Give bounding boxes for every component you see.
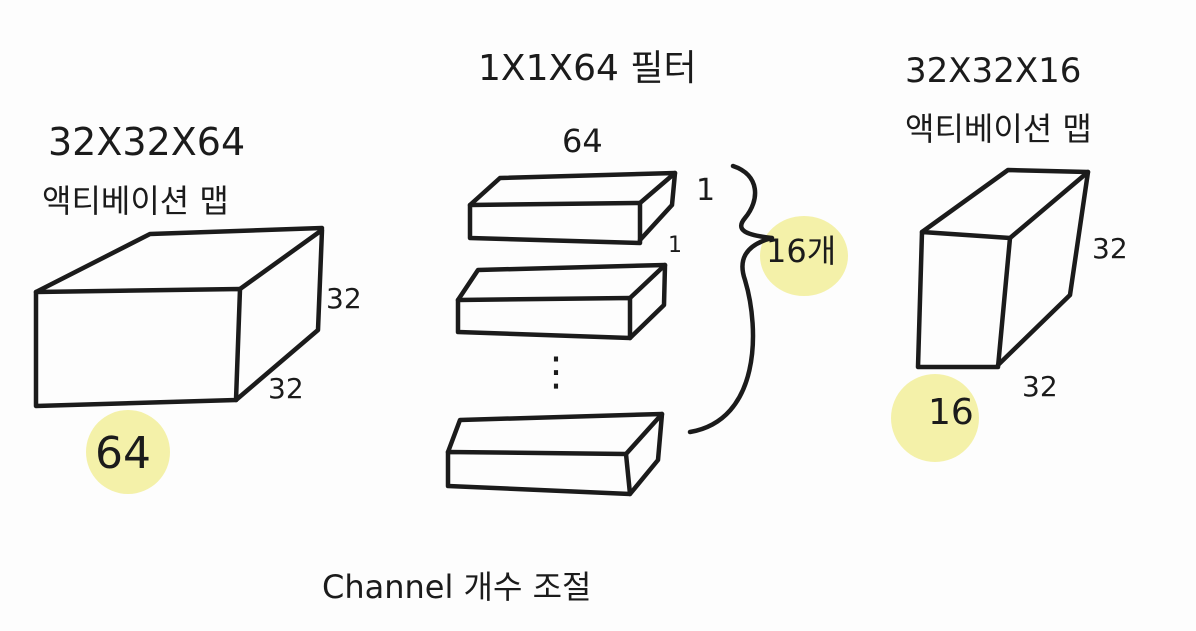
highlight-output-depth <box>891 374 979 462</box>
input-activation-box <box>33 225 325 409</box>
input-depth-label: 64 <box>95 428 151 479</box>
input-height-label: 32 <box>326 282 362 315</box>
output-activation-box <box>915 167 1091 370</box>
filter-unit-mid: 1 <box>668 233 682 258</box>
input-dims-label: 32X32X64 <box>48 120 245 164</box>
filter-unit-top: 1 <box>696 173 715 208</box>
highlight-filter-count <box>760 216 848 296</box>
filter-stack <box>445 163 775 497</box>
filter-block <box>455 262 668 341</box>
filter-title: 1X1X64 필터 <box>478 48 697 89</box>
filter-depth-label: 64 <box>562 122 603 160</box>
highlight-input-depth <box>86 410 170 494</box>
count-brace <box>687 163 775 435</box>
output-name-label: 액티베이션 맵 <box>905 110 1092 148</box>
filter-block <box>445 411 665 497</box>
output-depth-label: 16 <box>928 392 974 433</box>
filter-ellipsis: ⋮ <box>536 349 576 395</box>
output-width-label: 32 <box>1022 370 1058 403</box>
input-name-label: 액티베이션 맵 <box>42 182 229 220</box>
filter-count-label: 16개 <box>766 232 836 270</box>
filter-block <box>467 170 678 246</box>
output-height-label: 32 <box>1092 232 1128 265</box>
caption: Channel 개수 조절 <box>322 568 591 606</box>
output-dims-label: 32X32X16 <box>905 51 1081 91</box>
input-width-label: 32 <box>268 372 304 405</box>
